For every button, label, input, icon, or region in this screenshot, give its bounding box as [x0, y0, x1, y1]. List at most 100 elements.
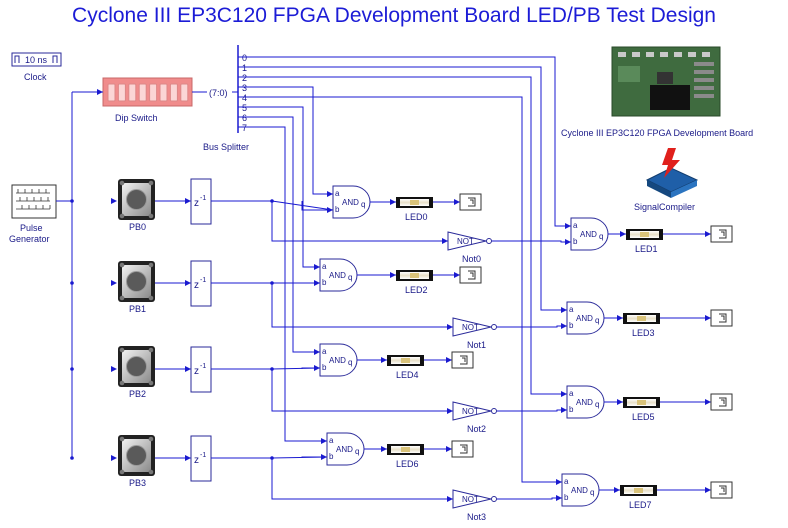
led-led5[interactable]: LED5 [623, 397, 660, 422]
wire-arrow [446, 357, 452, 363]
pushbutton-screw-icon [148, 295, 154, 301]
terminator-block[interactable] [459, 266, 482, 284]
terminator-block[interactable] [451, 351, 474, 369]
led-die [634, 488, 643, 493]
unit-delay-block[interactable]: z-1 [190, 346, 212, 393]
led-led1[interactable]: LED1 [626, 229, 663, 254]
dip-switch-label: Dip Switch [115, 113, 158, 123]
wire-arrow [561, 407, 567, 413]
terminator-box [451, 440, 474, 458]
led-led7[interactable]: LED7 [620, 485, 657, 510]
clock-box [11, 52, 62, 67]
led-die [410, 273, 419, 278]
pushbutton-cap[interactable] [126, 445, 147, 466]
terminator-block[interactable] [710, 309, 733, 327]
wire [271, 201, 448, 242]
dip-toggle[interactable] [128, 83, 137, 102]
led-led2[interactable]: LED2 [396, 270, 433, 295]
pushbutton-screw-icon [148, 436, 154, 442]
and-port-a: a [564, 477, 569, 486]
led-led4[interactable]: LED4 [387, 355, 424, 380]
terminator-block[interactable] [710, 481, 733, 499]
not-gate-body [447, 231, 487, 251]
wire-arrow [97, 89, 103, 95]
terminator-icon [719, 485, 727, 495]
terminator-block[interactable] [451, 440, 474, 458]
pushbutton-screw-icon [148, 262, 154, 268]
and-port-q: q [361, 200, 365, 209]
wire-arrow [321, 438, 327, 444]
board-fpga-chip [657, 72, 673, 84]
not-gate-bubble [491, 496, 497, 502]
bus-splitter-label: Bus Splitter [203, 142, 249, 152]
wire [497, 325, 567, 328]
dip-toggle[interactable] [159, 83, 168, 102]
delay-symbol: z [194, 455, 199, 466]
pushbutton-pb2[interactable]: PB2 [118, 346, 155, 399]
and-port-a: a [573, 221, 578, 230]
dip-toggle[interactable] [169, 83, 178, 102]
led-led6[interactable]: LED6 [387, 444, 424, 469]
dip-switch[interactable]: Dip Switch [102, 77, 193, 123]
wire-arrow [561, 323, 567, 329]
pushbutton-screw-icon [148, 213, 154, 219]
signal-compiler-icon [671, 180, 697, 198]
dip-toggle[interactable] [107, 83, 116, 102]
board-header [694, 78, 714, 82]
led-led3[interactable]: LED3 [623, 313, 660, 338]
unit-delay-block[interactable]: z-1 [190, 178, 212, 225]
pushbutton-cap[interactable] [126, 356, 147, 377]
board-header [694, 86, 714, 90]
signal-compiler[interactable]: SignalCompiler [634, 148, 699, 212]
not-gate-text: NOT [462, 407, 479, 416]
terminator-block[interactable] [710, 393, 733, 411]
unit-delay-block[interactable]: z-1 [190, 435, 212, 482]
wire-arrow [556, 479, 562, 485]
led-led0[interactable]: LED0 [396, 197, 433, 222]
dip-toggle[interactable] [180, 83, 189, 102]
wire-arrow [442, 238, 448, 244]
terminator-block[interactable] [710, 225, 733, 243]
bus-bit-label: 4 [242, 93, 247, 103]
and-gate-body [566, 301, 605, 335]
wire-arrow [454, 272, 460, 278]
pushbutton-pb1[interactable]: PB1 [118, 261, 155, 314]
and-port-a: a [322, 262, 327, 271]
pushbutton-cap[interactable] [126, 189, 147, 210]
pushbutton-pb0[interactable]: PB0 [118, 179, 155, 232]
dip-toggle[interactable] [138, 83, 147, 102]
not-gate-body [452, 317, 492, 337]
wire [238, 86, 333, 195]
wire-arrow [314, 349, 320, 355]
fpga-board-image[interactable]: Cyclone III EP3C120 FPGA Development Boa… [561, 46, 753, 138]
not-gate-label: Not1 [467, 340, 486, 350]
wire-arrow [327, 191, 333, 197]
pushbutton-pb3[interactable]: PB3 [118, 435, 155, 488]
delay-exponent: -1 [200, 195, 206, 202]
terminator-block[interactable] [459, 193, 482, 211]
wire-arrow [111, 198, 117, 204]
pushbutton-cap[interactable] [126, 271, 147, 292]
led-die [401, 447, 410, 452]
delay-exponent: -1 [200, 363, 206, 370]
dip-toggle[interactable] [149, 83, 158, 102]
and-port-a: a [322, 347, 327, 356]
dip-toggle[interactable] [117, 83, 126, 102]
unit-delay-block[interactable]: z-1 [190, 260, 212, 307]
and-port-b: b [322, 363, 327, 372]
